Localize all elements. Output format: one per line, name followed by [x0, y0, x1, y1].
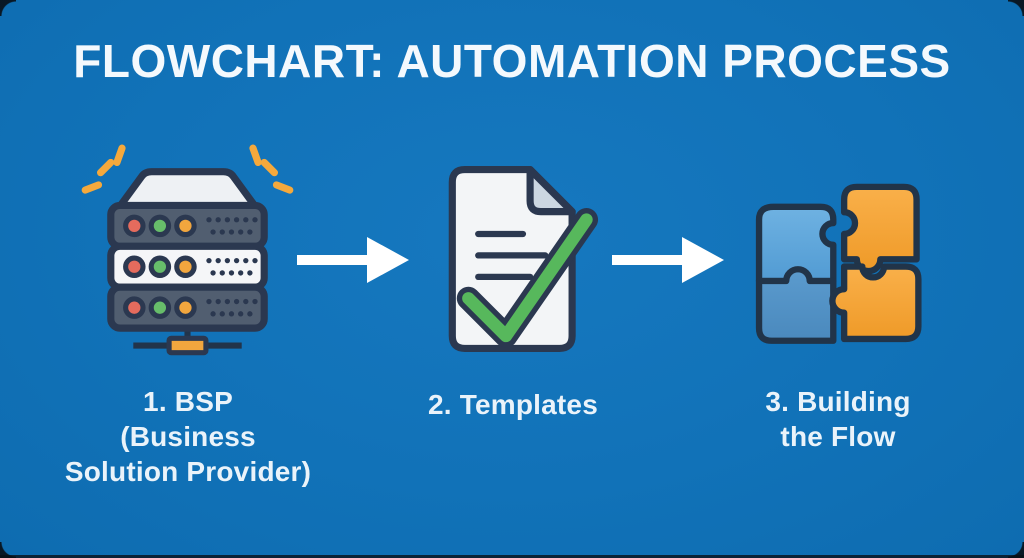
- step-3-label: 3. Building the Flow: [713, 384, 963, 454]
- step-1-label-line: Solution Provider): [64, 456, 312, 487]
- paper-fold: [526, 166, 576, 216]
- step-2-label: 2. Templates: [383, 387, 643, 422]
- right-arrow-icon: [612, 237, 724, 283]
- document-check-icon: [448, 166, 599, 352]
- server-leds: [123, 214, 197, 319]
- rounded-corner: [0, 542, 16, 558]
- rounded-corner: [1008, 542, 1024, 558]
- puzzle-piece-top-right: [840, 183, 920, 275]
- step-3-label-line: the Flow: [780, 421, 896, 452]
- step-1-label-line: (Business: [120, 421, 256, 452]
- checkmark: [456, 208, 599, 348]
- step-1-label: 1. BSP (Business Solution Provider): [28, 384, 348, 489]
- rounded-corner: [0, 0, 16, 16]
- puzzle-piece-bottom-left: [755, 266, 837, 344]
- bottom-edge-strip: [0, 555, 1024, 558]
- step-3-icon: [750, 176, 922, 348]
- step-2-icon: [438, 158, 599, 360]
- server-rack-icon: [81, 144, 294, 356]
- rounded-corner: [1008, 0, 1024, 16]
- server-lid: [115, 168, 260, 212]
- server-vents: [206, 217, 258, 317]
- step-1-icon: [80, 142, 295, 367]
- step-1-label-line: 1. BSP: [143, 386, 233, 417]
- server-stand-hub: [166, 335, 209, 356]
- spark-lines: [81, 144, 294, 194]
- puzzle-piece-bottom-right: [829, 263, 922, 343]
- flow-arrow-1: [297, 230, 412, 290]
- diagram-title: FLOWCHART: AUTOMATION PROCESS: [73, 35, 951, 87]
- puzzle-piece-top-left: [755, 203, 837, 285]
- step-3-label-line: 3. Building: [765, 386, 911, 417]
- step-2-label-line: 2. Templates: [428, 389, 598, 420]
- right-arrow-icon: [297, 237, 409, 283]
- text-lines: [475, 230, 549, 281]
- flow-arrow-2: [612, 230, 727, 290]
- puzzle-pieces-icon: [755, 183, 922, 344]
